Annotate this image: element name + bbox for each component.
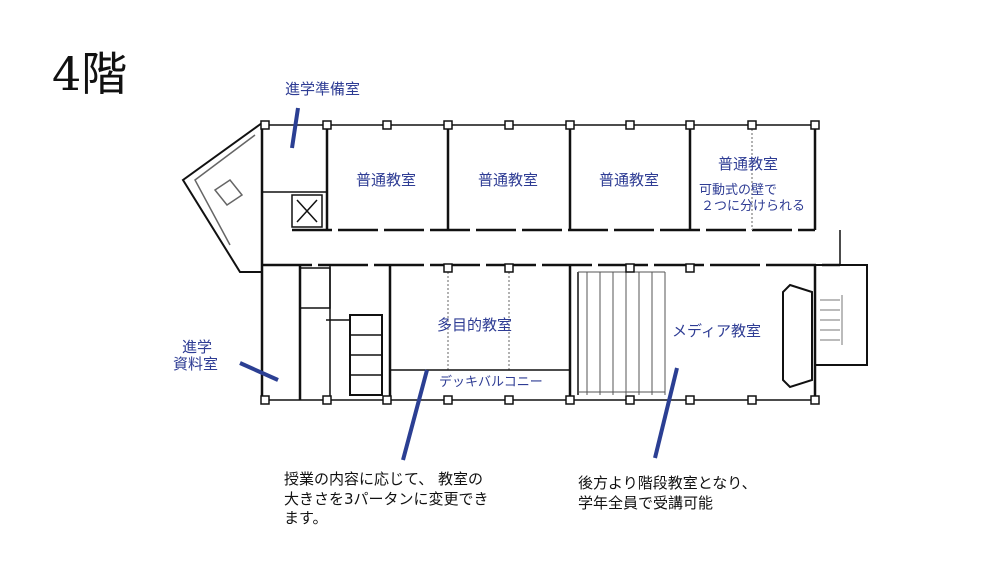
column bbox=[504, 263, 514, 273]
column bbox=[443, 263, 453, 273]
pointer-media bbox=[653, 367, 679, 459]
column bbox=[625, 120, 635, 130]
column bbox=[810, 395, 820, 405]
note-line: 後方より階段教室となり、 bbox=[578, 474, 757, 492]
label-movable-wall-1: 可動式の壁で bbox=[699, 183, 778, 198]
column bbox=[685, 395, 695, 405]
column bbox=[322, 395, 332, 405]
note-line: ます。 bbox=[284, 509, 328, 527]
column bbox=[747, 120, 757, 130]
label-movable-wall-2: ２つに分けられる bbox=[701, 199, 806, 214]
column bbox=[747, 395, 757, 405]
label-resource-room-2: 資料室 bbox=[173, 355, 219, 373]
label-resource-room-1: 進学 bbox=[182, 338, 213, 356]
label-multipurpose: 多目的教室 bbox=[437, 316, 513, 334]
column bbox=[685, 120, 695, 130]
stair-wedge bbox=[181, 121, 263, 273]
column bbox=[504, 395, 514, 405]
floor-title: 4階 bbox=[52, 47, 128, 101]
note-line: 学年全員で受講可能 bbox=[578, 493, 714, 512]
pointer-prep-room bbox=[290, 107, 300, 149]
column bbox=[322, 120, 332, 130]
note-media: 後方より階段教室となり、 学年全員で受講可能 bbox=[578, 474, 757, 513]
column bbox=[565, 395, 575, 405]
note-line: 大きさを3パータンに変更でき bbox=[284, 489, 489, 508]
label-classroom-1: 普通教室 bbox=[356, 171, 417, 189]
right-stair bbox=[814, 264, 868, 366]
column bbox=[382, 395, 392, 405]
column bbox=[382, 120, 392, 130]
elevator bbox=[291, 194, 323, 228]
note-multipurpose: 授業の内容に応じて、 教室の 大きさを3パータンに変更でき ます。 bbox=[284, 470, 489, 529]
label-classroom-3: 普通教室 bbox=[599, 171, 660, 189]
column bbox=[260, 395, 270, 405]
column bbox=[443, 120, 453, 130]
column bbox=[565, 120, 575, 130]
column bbox=[625, 263, 635, 273]
label-classroom-4: 普通教室 bbox=[718, 155, 779, 173]
column bbox=[443, 395, 453, 405]
pointer-resource-room bbox=[239, 361, 279, 382]
column bbox=[260, 120, 270, 130]
pointer-multipurpose bbox=[401, 369, 429, 461]
column bbox=[685, 263, 695, 273]
label-deck-balcony: デッキバルコニー bbox=[439, 375, 543, 390]
column bbox=[625, 395, 635, 405]
label-classroom-2: 普通教室 bbox=[478, 171, 539, 189]
media-stage bbox=[782, 283, 813, 389]
note-line: 授業の内容に応じて、 教室の bbox=[284, 470, 484, 488]
column bbox=[810, 120, 820, 130]
column bbox=[504, 120, 514, 130]
label-prep-room: 進学準備室 bbox=[285, 80, 361, 98]
label-media-room: メディア教室 bbox=[672, 322, 761, 340]
